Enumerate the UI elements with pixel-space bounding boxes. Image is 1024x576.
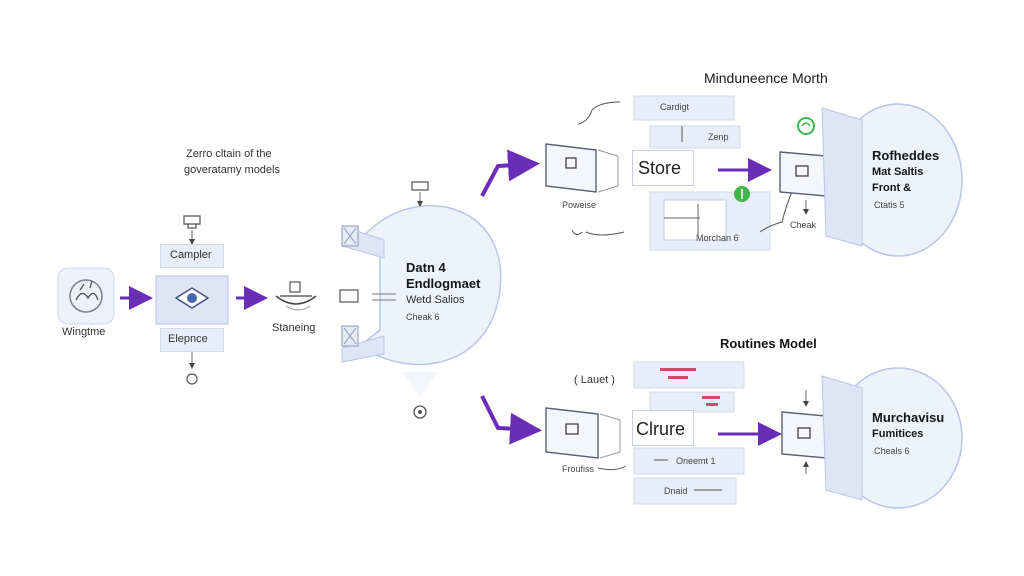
bottom-ellipse-line2: Fumitices (872, 428, 924, 440)
top-ellipse-line4: Ctatis 5 (874, 200, 905, 210)
center-ellipse-line3: Wetd Salios (406, 294, 465, 306)
lock-icon (186, 373, 198, 385)
cup-icon-top-center (411, 181, 429, 207)
eye-icon-bottom-center (413, 405, 427, 419)
top-section-title: Minduneence Morth (704, 70, 828, 86)
center-ellipse-line4: Cheak 6 (406, 312, 440, 322)
top-box-label-2: Zenp (708, 132, 729, 142)
center-ellipse-line1: Datn 4 (406, 260, 446, 275)
bottom-latest-label: ( Lauet ) (574, 374, 615, 386)
bottom-section-title: Routines Model (720, 336, 817, 351)
campler-label: Campler (170, 249, 212, 261)
arrow-to-bottom-section (480, 395, 542, 445)
top-right-monitor (779, 151, 827, 197)
center-ellipse-shape (341, 205, 502, 398)
green-leaf-icon (797, 117, 815, 135)
bottom-ellipse-line3: Cheals 6 (874, 446, 910, 456)
bottom-box-label-2: Dnaid (664, 486, 688, 496)
top-ellipse-line2: Mat Saltis (872, 166, 924, 178)
boat-icon (275, 281, 317, 311)
top-ellipse-shape (821, 103, 963, 257)
store-box[interactable] (632, 150, 694, 186)
top-monitor-caption: Poweise (562, 200, 597, 210)
arrow-to-top-section (480, 149, 540, 197)
center-ellipse-line2: Endlogmaet (406, 276, 481, 291)
bottom-monitor-caption: Froufiss (562, 464, 595, 474)
top-ellipse-line3: Front & (872, 182, 912, 194)
left-caption-line1: Zerro cltain of the (186, 148, 272, 160)
top-box-label-1: Cardigt (660, 102, 690, 112)
clrure-box[interactable] (632, 410, 694, 446)
top-ellipse-line1: Rofheddes (872, 148, 940, 163)
top-checks-label: Cheak (790, 220, 817, 230)
elepnce-box (160, 328, 224, 352)
bottom-ellipse-shape (821, 367, 963, 509)
wingtme-label: Wingtme (62, 326, 106, 338)
display-icon (155, 275, 229, 325)
hands-icon (57, 267, 115, 325)
top-monitor (545, 143, 619, 193)
monitor-icon (339, 289, 396, 303)
campler-box (160, 244, 224, 268)
bottom-box-label-1: Oneemt 1 (676, 456, 716, 466)
bottom-monitor (545, 407, 621, 459)
staneing-label: Staneing (272, 322, 316, 334)
bottom-right-monitor (781, 411, 827, 459)
clrure-label: Clrure (636, 419, 686, 439)
store-label: Store (638, 158, 682, 178)
bottom-ellipse-line1: Murchavisu (872, 410, 945, 425)
left-caption-line2: goveratamy models (184, 164, 280, 176)
cup-icon (183, 215, 201, 229)
elepnce-label: Elepnce (168, 333, 208, 345)
top-sub-box-label: Morchan 6 (696, 233, 739, 243)
green-status-icon (734, 186, 750, 202)
